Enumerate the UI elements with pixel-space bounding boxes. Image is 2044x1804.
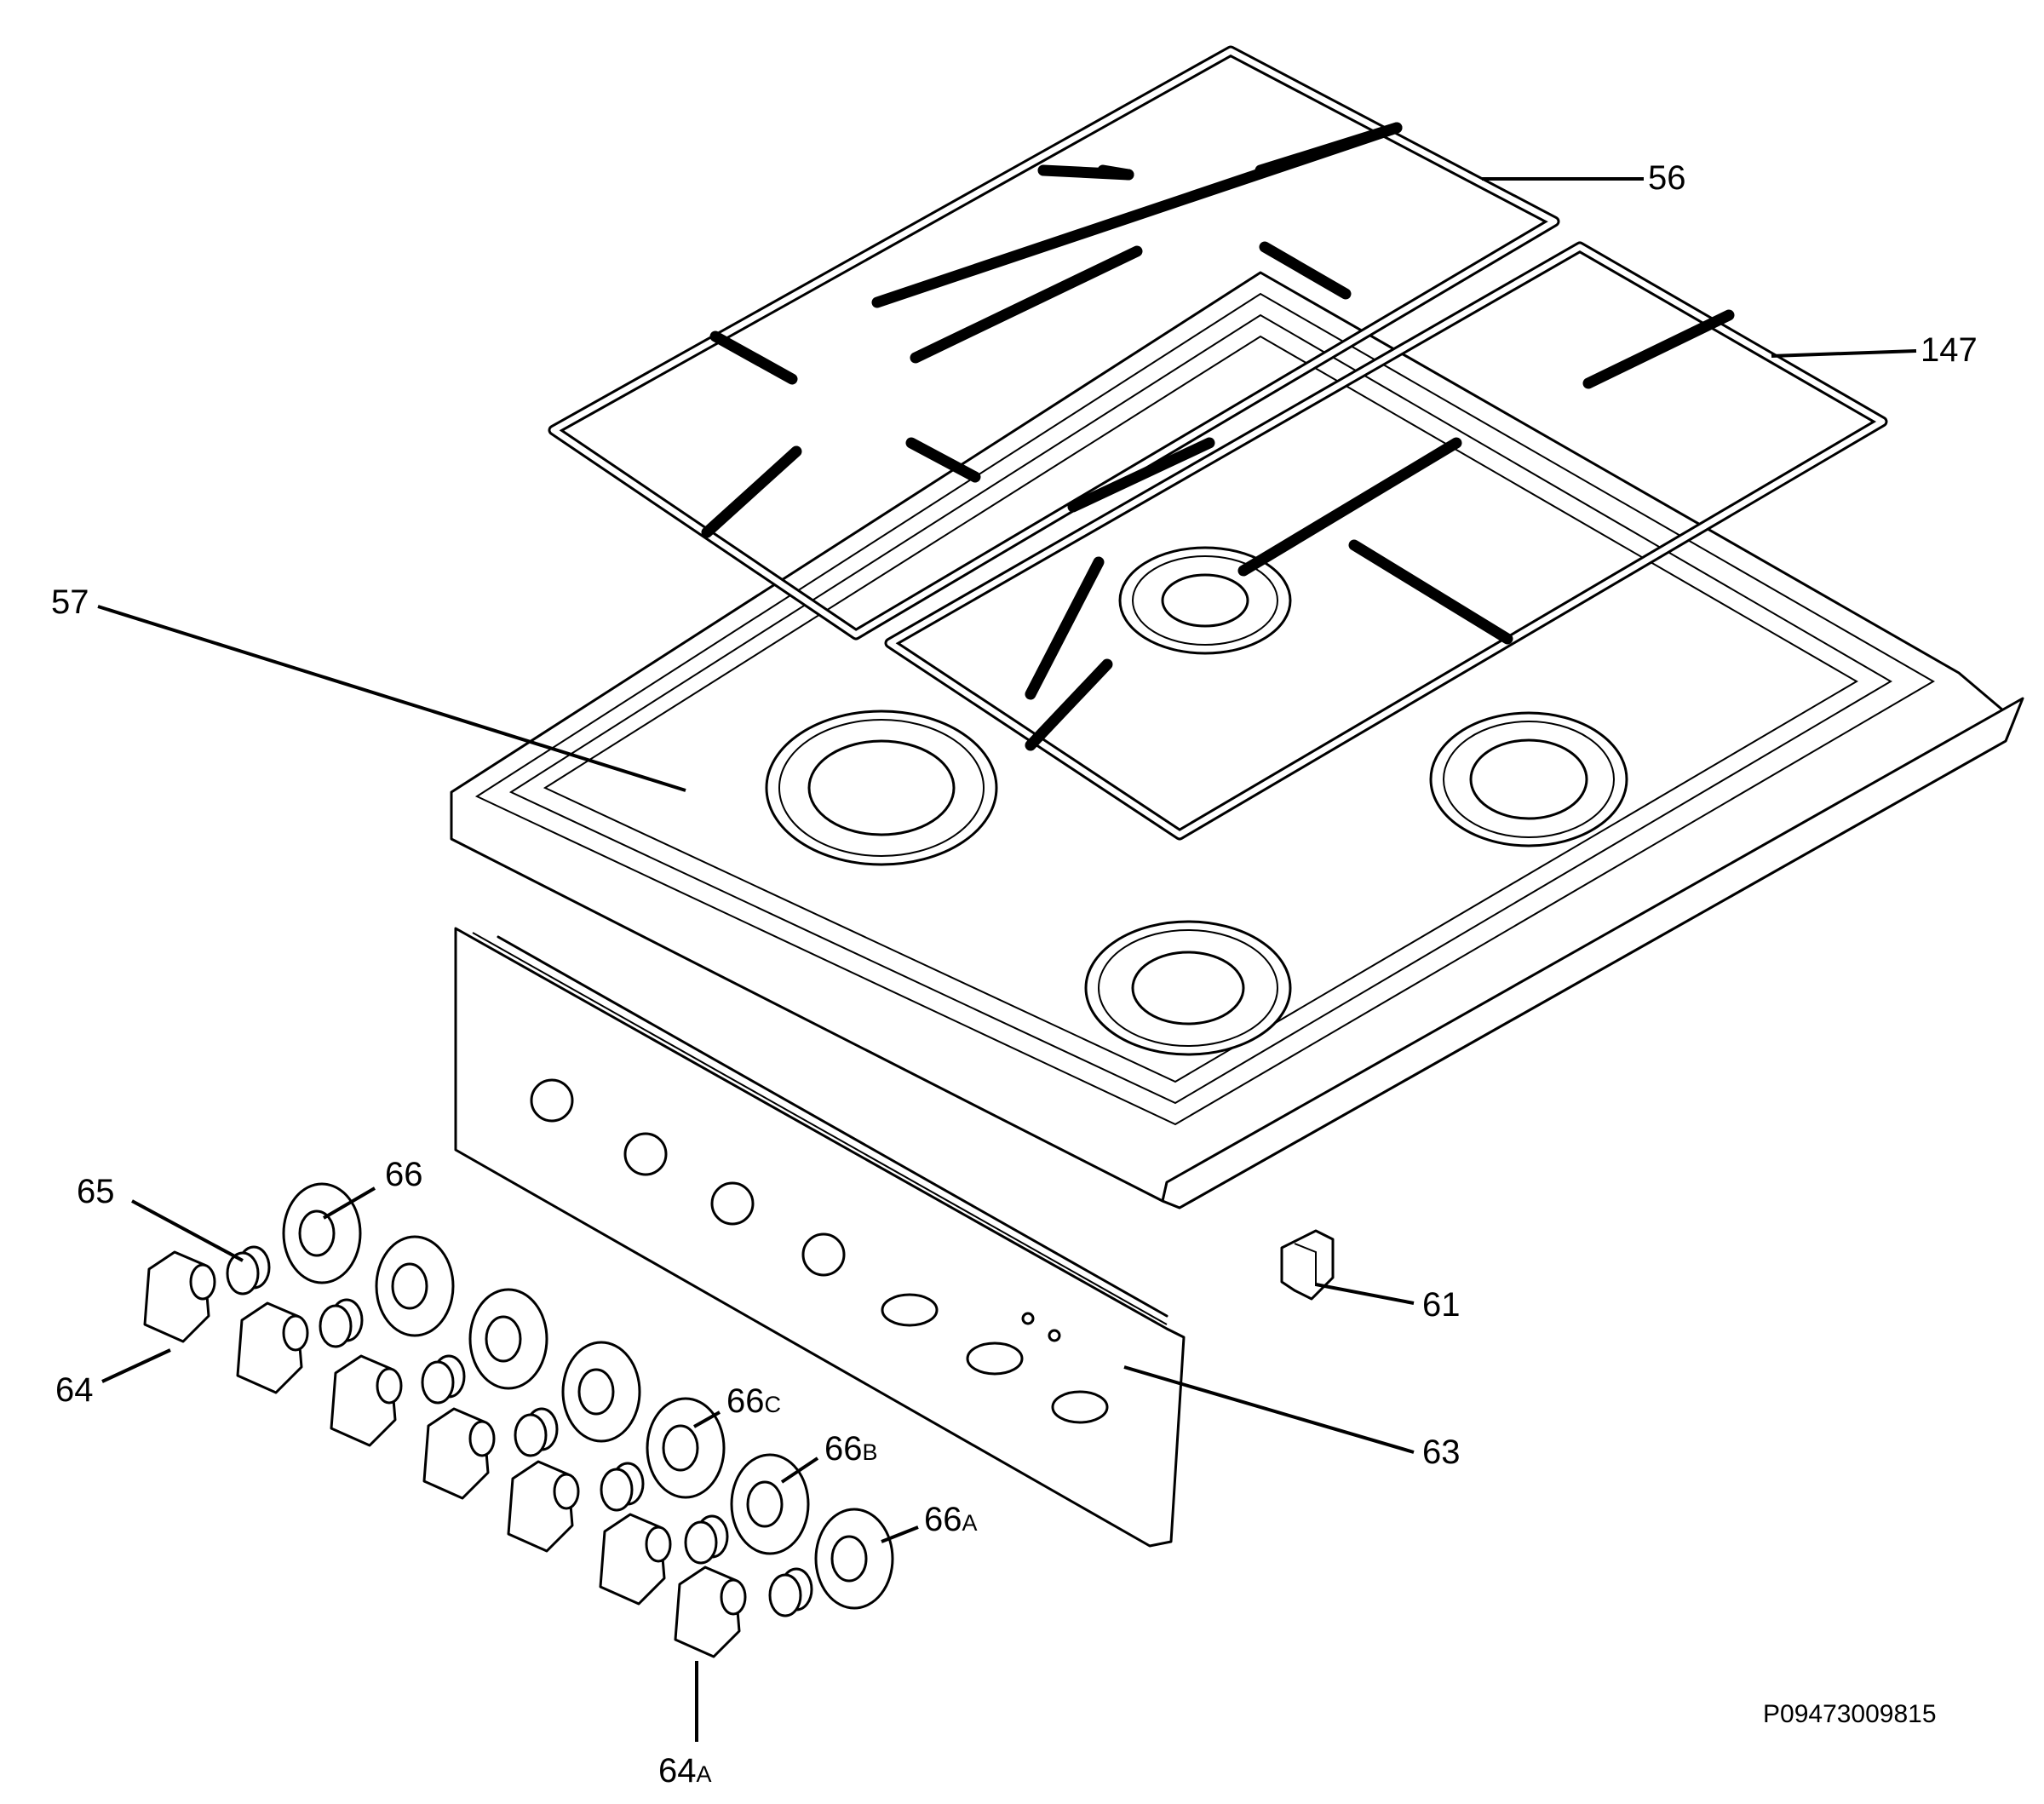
- burner-right: [1429, 711, 1628, 847]
- ring-a: [814, 1508, 894, 1610]
- ring: [375, 1235, 455, 1337]
- label-66a-main: 66: [924, 1501, 962, 1538]
- spring: [319, 1298, 364, 1348]
- knob: [143, 1250, 216, 1343]
- leader-66: [322, 1186, 376, 1220]
- ring: [561, 1341, 641, 1443]
- leader-66a: [881, 1525, 919, 1543]
- knob: [507, 1460, 580, 1553]
- label-61: 61: [1422, 1286, 1461, 1324]
- knobs: [143, 1250, 747, 1658]
- knob-a: [674, 1566, 747, 1658]
- pan-support-left: [548, 45, 1560, 641]
- burner-front-left: [765, 710, 998, 866]
- ring-b: [730, 1453, 810, 1555]
- callout-labels: 56 147 57 61 63 64 64A 65 66 66C 66B 66A…: [51, 159, 1978, 1790]
- hob-top: [450, 271, 2024, 1209]
- leader-147: [1771, 349, 1917, 358]
- knob: [330, 1354, 403, 1447]
- drawing-code: P09473009815: [1763, 1700, 1937, 1728]
- pan-support-right: [884, 241, 1888, 841]
- springs: [226, 1245, 813, 1617]
- label-64a: 64A: [658, 1752, 712, 1790]
- bracket: [1280, 1229, 1335, 1301]
- label-66b-main: 66: [824, 1430, 863, 1468]
- label-66: 66: [385, 1156, 423, 1193]
- label-57: 57: [51, 583, 89, 621]
- leader-65: [131, 1199, 244, 1262]
- spring: [768, 1567, 813, 1617]
- leader-66b: [780, 1456, 819, 1484]
- spring: [226, 1245, 271, 1296]
- leader-64: [101, 1348, 171, 1383]
- label-66b-suffix: B: [863, 1439, 878, 1465]
- label-66c-main: 66: [726, 1382, 765, 1420]
- leader-lines: [97, 177, 1917, 1742]
- label-64a-main: 64: [658, 1752, 697, 1790]
- knob: [236, 1301, 309, 1394]
- label-56: 56: [1648, 159, 1686, 197]
- spring: [684, 1514, 729, 1565]
- label-64: 64: [55, 1371, 94, 1409]
- spring: [514, 1407, 559, 1457]
- knob: [422, 1407, 496, 1500]
- knob: [599, 1513, 672, 1606]
- label-66b: 66B: [824, 1430, 878, 1468]
- leader-63: [1123, 1365, 1415, 1454]
- spring: [421, 1354, 466, 1405]
- ring-c: [646, 1397, 726, 1499]
- leader-66c: [693, 1410, 721, 1428]
- label-63: 63: [1422, 1433, 1461, 1471]
- ring: [282, 1182, 362, 1284]
- rings: [282, 1182, 894, 1610]
- leader-57: [97, 605, 686, 792]
- label-66a: 66A: [924, 1501, 978, 1538]
- control-panel: [454, 927, 1186, 1548]
- label-66c-suffix: C: [765, 1392, 782, 1417]
- label-64a-suffix: A: [697, 1761, 712, 1787]
- spring: [600, 1462, 645, 1512]
- label-147: 147: [1921, 331, 1978, 369]
- label-65: 65: [77, 1173, 115, 1210]
- label-66a-suffix: A: [962, 1510, 978, 1536]
- ring: [468, 1288, 548, 1390]
- leader-61: [1315, 1283, 1415, 1305]
- label-66c: 66C: [726, 1382, 781, 1420]
- burner-front: [1084, 920, 1292, 1056]
